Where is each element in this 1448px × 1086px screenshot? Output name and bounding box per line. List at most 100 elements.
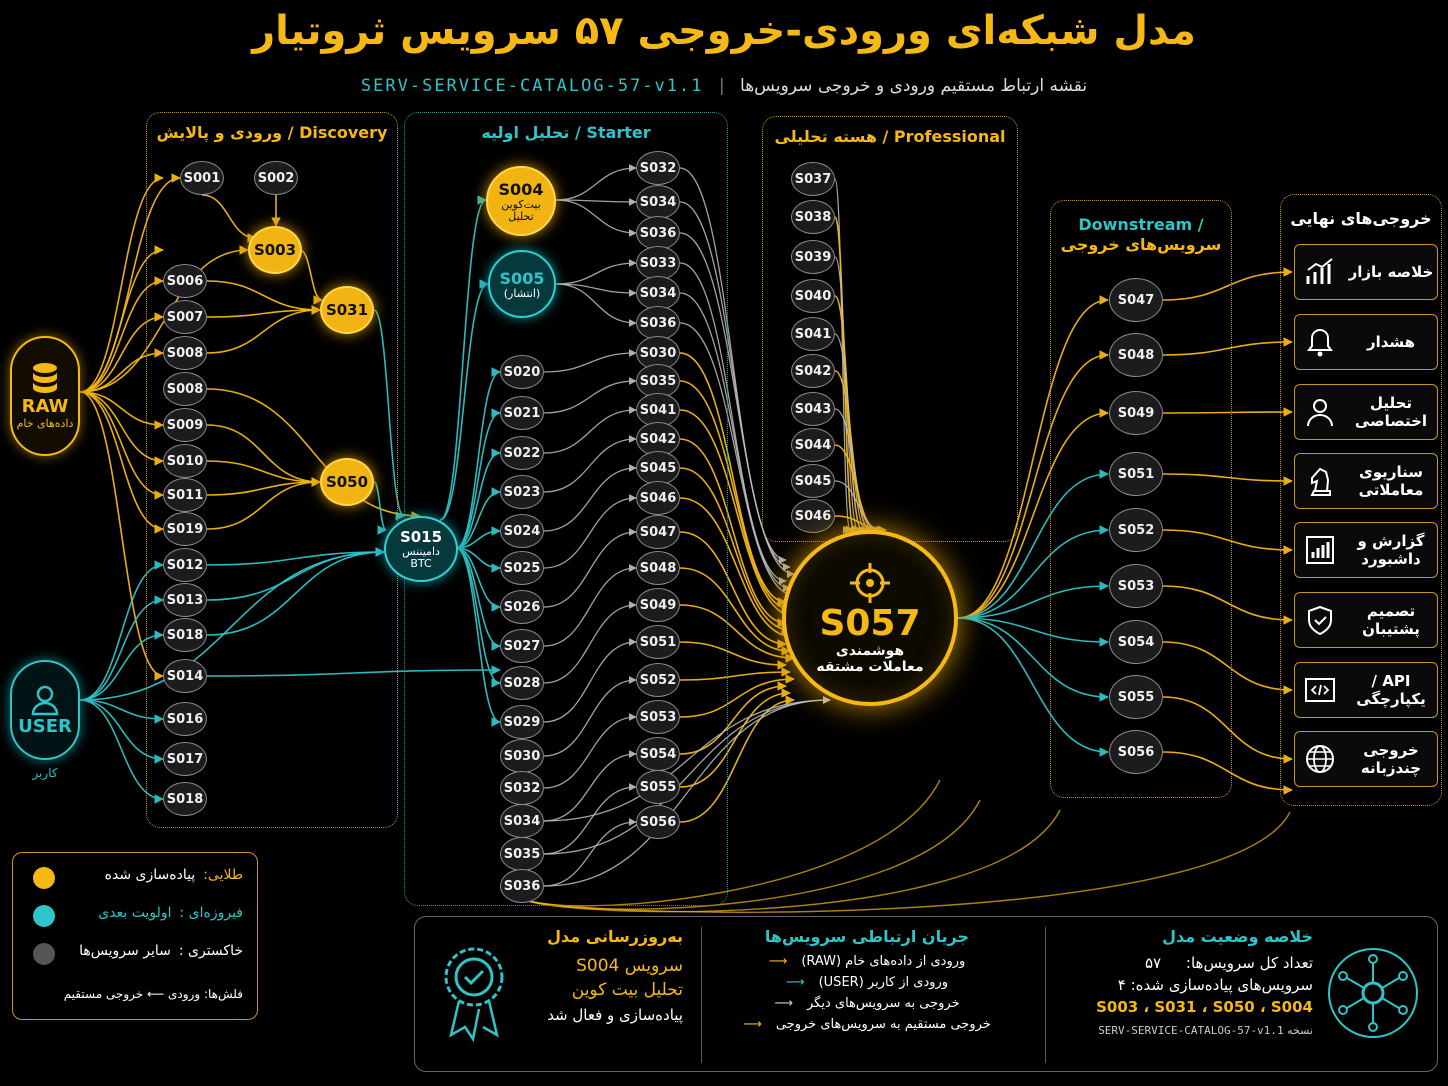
node-s015[interactable]: S015 دامیننس BTC <box>384 516 458 582</box>
node-s046[interactable]: S046 <box>791 499 835 533</box>
node-s033[interactable]: S033 <box>636 246 680 280</box>
node-s055[interactable]: S055 <box>636 770 680 804</box>
bar-chart-icon <box>1295 534 1345 566</box>
node-s026[interactable]: S026 <box>500 590 544 624</box>
node-s036[interactable]: S036 <box>636 306 680 340</box>
node-s051[interactable]: S051 <box>636 625 680 659</box>
node-s045[interactable]: S045 <box>791 464 835 498</box>
status-impl-label: سرویس‌های پیاده‌سازی شده: ۴ <box>1117 976 1313 994</box>
node-s054[interactable]: S054 <box>636 737 680 771</box>
node-s036[interactable]: S036 <box>636 216 680 250</box>
node-s056[interactable]: S056 <box>1109 730 1163 774</box>
node-s053[interactable]: S053 <box>1109 564 1163 608</box>
node-s041[interactable]: S041 <box>636 393 680 427</box>
node-s042[interactable]: S042 <box>791 354 835 388</box>
node-s009[interactable]: S009 <box>163 408 207 442</box>
node-s034[interactable]: S034 <box>636 185 680 219</box>
edge <box>455 487 501 549</box>
status-impl-list: S003 ، S031 ، S050 ، S004 <box>1096 998 1313 1016</box>
raw-source[interactable]: RAW داده‌های خام <box>10 336 80 456</box>
node-s034[interactable]: S034 <box>636 276 680 310</box>
node-s044[interactable]: S044 <box>791 428 835 462</box>
node-s030[interactable]: S030 <box>500 739 544 773</box>
node-s008[interactable]: S008 <box>163 372 207 406</box>
node-s020[interactable]: S020 <box>500 355 544 389</box>
output-card[interactable]: تصمیم پشتیبان <box>1294 592 1438 648</box>
legend-arrows: فلش‌ها: ورودی ⟵ خروجی مستقیم <box>63 987 243 1001</box>
node-s011[interactable]: S011 <box>163 478 207 512</box>
node-s008[interactable]: S008 <box>163 336 207 370</box>
node-s042[interactable]: S042 <box>636 422 680 456</box>
node-s043[interactable]: S043 <box>791 392 835 426</box>
node-s046[interactable]: S046 <box>636 481 680 515</box>
node-s023[interactable]: S023 <box>500 475 544 509</box>
node-s031[interactable]: S031 <box>320 286 374 334</box>
node-s035[interactable]: S035 <box>500 837 544 871</box>
node-s032[interactable]: S032 <box>500 771 544 805</box>
node-s010[interactable]: S010 <box>163 444 207 478</box>
node-s048[interactable]: S048 <box>636 551 680 585</box>
output-card[interactable]: تحلیل اختصاصی <box>1294 384 1438 440</box>
node-s047[interactable]: S047 <box>1109 278 1163 322</box>
node-s004[interactable]: S004 بیت‌کوین تحلیل <box>486 166 556 236</box>
node-s050[interactable]: S050 <box>320 458 374 506</box>
node-s054[interactable]: S054 <box>1109 620 1163 664</box>
node-s034[interactable]: S034 <box>500 804 544 838</box>
user-source[interactable]: USER کاربر <box>10 660 80 780</box>
node-s013[interactable]: S013 <box>163 583 207 617</box>
node-s036[interactable]: S036 <box>500 869 544 903</box>
node-s016[interactable]: S016 <box>163 702 207 736</box>
node-s053[interactable]: S053 <box>636 700 680 734</box>
node-s049[interactable]: S049 <box>1109 391 1163 435</box>
node-s021[interactable]: S021 <box>500 396 544 430</box>
professional-panel: هسته تحلیلی / Professional <box>762 116 1018 542</box>
node-s007[interactable]: S007 <box>163 300 207 334</box>
edge <box>206 477 321 530</box>
node-s040[interactable]: S040 <box>791 279 835 313</box>
node-s049[interactable]: S049 <box>636 588 680 622</box>
output-card[interactable]: API / یکپارچگی <box>1294 662 1438 718</box>
node-s052[interactable]: S052 <box>1109 508 1163 552</box>
output-card[interactable]: سناریوی معاملاتی <box>1294 453 1438 509</box>
node-s025[interactable]: S025 <box>500 551 544 585</box>
node-s018[interactable]: S018 <box>163 618 207 652</box>
node-s056[interactable]: S056 <box>636 805 680 839</box>
node-s037[interactable]: S037 <box>791 162 835 196</box>
node-s039[interactable]: S039 <box>791 240 835 274</box>
node-s024[interactable]: S024 <box>500 514 544 548</box>
node-s002[interactable]: S002 <box>254 161 298 195</box>
node-s045[interactable]: S045 <box>636 451 680 485</box>
bottom-summary-panel: به‌روزرسانی مدل سرویس S004 تحلیل بیت کوی… <box>414 916 1438 1072</box>
node-s032[interactable]: S032 <box>636 151 680 185</box>
node-s029[interactable]: S029 <box>500 705 544 739</box>
node-s055[interactable]: S055 <box>1109 675 1163 719</box>
node-s001[interactable]: S001 <box>180 161 224 195</box>
node-s006[interactable]: S006 <box>163 264 207 298</box>
node-s041[interactable]: S041 <box>791 317 835 351</box>
edge <box>679 409 795 621</box>
node-s027[interactable]: S027 <box>500 629 544 663</box>
node-s022[interactable]: S022 <box>500 436 544 470</box>
node-s003[interactable]: S003 <box>248 226 302 274</box>
output-card[interactable]: خلاصه بازار <box>1294 244 1438 300</box>
node-s052[interactable]: S052 <box>636 663 680 697</box>
node-s019[interactable]: S019 <box>163 512 207 546</box>
node-s028[interactable]: S028 <box>500 666 544 700</box>
flow-item-label: خروجی به سرویس‌های دیگر <box>807 996 960 1011</box>
output-card[interactable]: گزارش و داشبورد <box>1294 522 1438 578</box>
output-card[interactable]: خروجی چندزبانه <box>1294 731 1438 787</box>
node-s047[interactable]: S047 <box>636 515 680 549</box>
edge <box>206 547 385 636</box>
node-s051[interactable]: S051 <box>1109 452 1163 496</box>
output-card[interactable]: هشدار <box>1294 314 1438 370</box>
node-s038[interactable]: S038 <box>791 200 835 234</box>
node-s012[interactable]: S012 <box>163 548 207 582</box>
node-s005[interactable]: S005 (انتشار) <box>488 250 556 318</box>
node-s018[interactable]: S018 <box>163 782 207 816</box>
edge <box>455 526 501 549</box>
node-s030[interactable]: S030 <box>636 336 680 370</box>
node-s048[interactable]: S048 <box>1109 333 1163 377</box>
node-s014[interactable]: S014 <box>163 659 207 693</box>
hub-node-s057[interactable]: S057 هوشمندی معاملات مشتقه <box>782 530 958 706</box>
node-s017[interactable]: S017 <box>163 742 207 776</box>
